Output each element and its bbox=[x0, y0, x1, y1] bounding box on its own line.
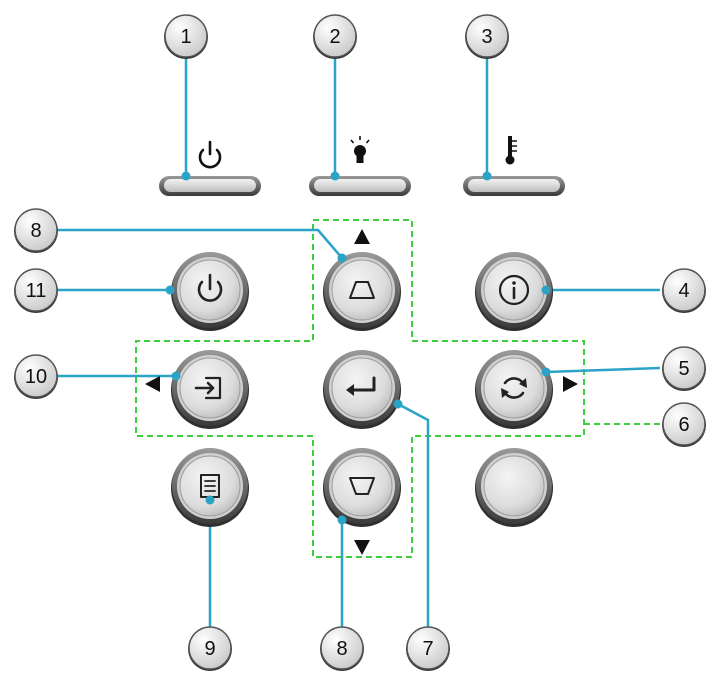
callout-c8b: 8 bbox=[320, 626, 364, 671]
callout-number: 7 bbox=[422, 638, 433, 660]
callout-c3: 3 bbox=[465, 14, 509, 59]
callout-number: 9 bbox=[204, 638, 215, 660]
leader-lines bbox=[55, 48, 661, 640]
info-icon bbox=[498, 274, 530, 306]
keystone-down-icon bbox=[349, 477, 375, 495]
resync-icon bbox=[501, 377, 527, 399]
source-input-icon bbox=[194, 376, 222, 400]
power-button[interactable] bbox=[171, 252, 249, 331]
power-icon bbox=[197, 273, 223, 302]
callout-c6: 6 bbox=[662, 402, 706, 447]
arrow-up-icon bbox=[354, 229, 370, 244]
arrow-down-icon bbox=[354, 540, 370, 555]
callout-number: 3 bbox=[481, 26, 492, 48]
callout-c4: 4 bbox=[662, 268, 706, 313]
menu-button[interactable] bbox=[171, 448, 249, 527]
callout-number: 8 bbox=[336, 638, 347, 660]
callout-number: 2 bbox=[329, 26, 340, 48]
callout-c10: 10 bbox=[14, 354, 58, 399]
lamp-icon bbox=[350, 136, 370, 163]
led-power bbox=[159, 171, 261, 196]
resync-button[interactable] bbox=[475, 350, 553, 429]
callout-c9: 9 bbox=[188, 626, 232, 671]
keystone-down-button[interactable] bbox=[323, 448, 401, 527]
enter-button[interactable] bbox=[323, 350, 401, 429]
info-button[interactable] bbox=[475, 252, 553, 331]
arrow-left-icon bbox=[145, 376, 160, 392]
callout-c11: 11 bbox=[14, 268, 58, 313]
callout-c1: 1 bbox=[164, 14, 208, 59]
callout-c8a: 8 bbox=[14, 208, 58, 253]
blank-button[interactable] bbox=[475, 448, 553, 527]
keystone-up-button[interactable] bbox=[323, 252, 401, 331]
arrow-right-icon bbox=[563, 376, 578, 392]
leader-dots bbox=[165, 253, 551, 525]
keystone-up-icon bbox=[349, 281, 375, 299]
source-button[interactable] bbox=[171, 350, 249, 429]
led-temp bbox=[463, 171, 565, 196]
callout-number: 10 bbox=[25, 366, 47, 388]
callout-c7: 7 bbox=[406, 626, 450, 671]
callout-number: 1 bbox=[180, 26, 191, 48]
callout-c2: 2 bbox=[313, 14, 357, 59]
callout-number: 6 bbox=[678, 414, 689, 436]
callout-number: 5 bbox=[678, 358, 689, 380]
callout-c5: 5 bbox=[662, 346, 706, 391]
direction-pad-outline bbox=[135, 219, 585, 558]
power-icon bbox=[198, 140, 222, 169]
callout-number: 11 bbox=[26, 280, 47, 302]
callout-number: 8 bbox=[30, 220, 41, 242]
thermometer-icon bbox=[505, 136, 517, 165]
led-lamp bbox=[309, 171, 411, 196]
enter-icon bbox=[346, 376, 376, 396]
callout-number: 4 bbox=[678, 280, 689, 302]
